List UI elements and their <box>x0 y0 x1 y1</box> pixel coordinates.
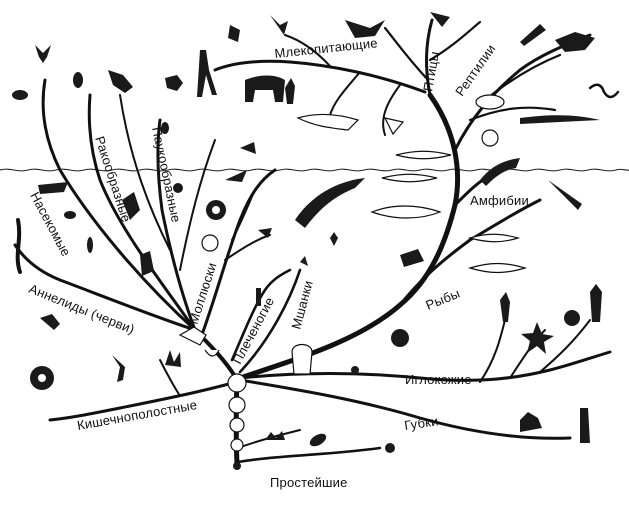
snail-icon <box>240 142 256 154</box>
radiolaria-icon <box>385 443 395 453</box>
water-surface-line <box>0 168 629 172</box>
pterosaur-icon <box>520 24 546 46</box>
colony-cell-icon <box>228 396 246 414</box>
beetle-icon <box>73 72 83 88</box>
crinoid-icon <box>500 292 510 322</box>
starfish-icon <box>521 322 554 354</box>
protozoa-cell-icon <box>233 462 241 470</box>
hydra-icon <box>165 350 181 367</box>
human-icon <box>197 50 217 97</box>
turtle-icon <box>475 94 505 110</box>
placoderm-icon <box>400 249 424 267</box>
colony-cell-icon <box>229 417 245 433</box>
rodent-icon <box>270 15 288 35</box>
mammoth-icon <box>245 75 285 102</box>
label-protozoa: Простейшие <box>270 475 348 490</box>
bryozoan-icon <box>330 232 338 246</box>
label-reptiles: Рептилии <box>452 42 498 99</box>
fly-icon <box>12 90 28 100</box>
coral-icon <box>30 366 54 390</box>
shark-icon <box>370 205 442 219</box>
chiton-icon <box>178 326 207 346</box>
label-fish: Рыбы <box>424 286 463 313</box>
earthworm-icon <box>15 218 22 274</box>
scorpion-icon <box>108 70 133 93</box>
bryozoan-icon <box>300 256 308 266</box>
label-insects: Насекомые <box>27 189 73 258</box>
clam-icon <box>258 228 272 238</box>
echinoderm-larva-icon <box>351 366 359 374</box>
label-birds: Птицы <box>420 50 442 92</box>
larva-icon <box>87 237 93 253</box>
amoeba-icon <box>309 433 327 447</box>
sea-urchin-icon <box>391 329 409 347</box>
fish-icon <box>381 173 438 183</box>
nautilus-icon <box>201 234 219 252</box>
archaeopteryx-icon <box>345 20 385 38</box>
fish-icon <box>395 150 452 160</box>
lobe-finned-fish-icon <box>467 233 521 243</box>
shrimp-icon <box>38 182 68 194</box>
colony-cell-icon <box>230 438 244 452</box>
label-echinoderms: Иглокожие <box>405 372 472 387</box>
organism-illustrations <box>12 12 620 470</box>
ammonite-icon <box>206 200 226 220</box>
label-coelenterates: Кишечнополостные <box>76 397 198 433</box>
frog-icon <box>481 129 499 147</box>
tree-branches <box>13 18 612 468</box>
sea-urchin-icon <box>564 310 580 326</box>
deer-icon <box>285 78 295 104</box>
polychaete-icon <box>40 314 60 330</box>
sea-lily-icon <box>590 284 602 322</box>
fish-icon <box>467 262 528 274</box>
shark-icon <box>295 178 365 228</box>
label-sponges: Губки <box>403 413 439 433</box>
swordfish-icon <box>548 180 582 210</box>
brachiopod-icon <box>256 288 261 306</box>
butterfly-icon <box>35 45 51 63</box>
trilobite-icon <box>122 192 140 220</box>
snake-icon <box>588 83 620 99</box>
diagram-labels: Млекопитающие Птицы Рептилии Амфибии Рыб… <box>27 35 529 490</box>
dolphin-icon <box>383 117 405 136</box>
gastrula-icon <box>227 373 247 393</box>
trilobite-icon <box>140 251 154 276</box>
label-mammals: Млекопитающие <box>274 35 379 61</box>
primate-icon <box>228 25 240 42</box>
salamander-icon <box>480 158 520 186</box>
crocodile-icon <box>520 115 600 124</box>
label-amphibians: Амфибии <box>470 193 529 208</box>
chordate-larva-icon <box>291 343 313 375</box>
label-arachnids: Паукообразные <box>149 126 184 224</box>
jellyfish-icon <box>112 355 125 382</box>
foraminifera-icon <box>265 431 285 440</box>
sponge-icon <box>580 408 590 443</box>
lingula-icon <box>204 349 220 357</box>
seal-icon <box>296 113 360 131</box>
triceratops-icon <box>555 32 595 52</box>
tick-icon <box>161 122 169 134</box>
sponge-icon <box>520 412 542 432</box>
copepod-icon <box>64 211 76 219</box>
spider-icon <box>165 75 183 91</box>
horseshoe-crab-icon <box>173 183 183 193</box>
squid-icon <box>225 170 247 182</box>
bird-icon <box>430 12 450 27</box>
